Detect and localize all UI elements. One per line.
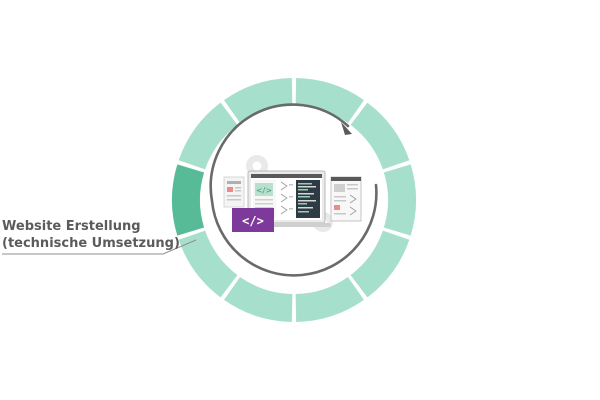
svg-text:</>: </> — [256, 186, 272, 195]
cycle-segment — [383, 164, 416, 236]
cycle-segment — [178, 102, 238, 170]
code-badge-icon: </> — [232, 208, 274, 232]
cycle-segment — [295, 277, 364, 322]
document-icon — [223, 176, 245, 208]
leader-line — [2, 239, 197, 255]
center-illustration: </> — [223, 155, 362, 232]
cycle-arrow — [209, 103, 378, 277]
cycle-segment — [350, 230, 410, 298]
active-segment-label-subtitle: (technische Umsetzung) — [2, 236, 180, 251]
cycle-segment — [178, 230, 238, 298]
active-segment-label-title: Website Erstellung — [2, 219, 141, 234]
cycle-segment — [350, 102, 410, 170]
cycle-segments — [172, 78, 416, 322]
cycle-segment-active — [172, 164, 205, 236]
cycle-segment — [224, 78, 293, 123]
browser-window-icon — [330, 176, 362, 222]
code-badge-glyph: </> — [242, 214, 264, 228]
cycle-segment — [224, 277, 293, 322]
cycle-arrowhead — [341, 122, 352, 135]
cycle-segment — [295, 78, 364, 123]
